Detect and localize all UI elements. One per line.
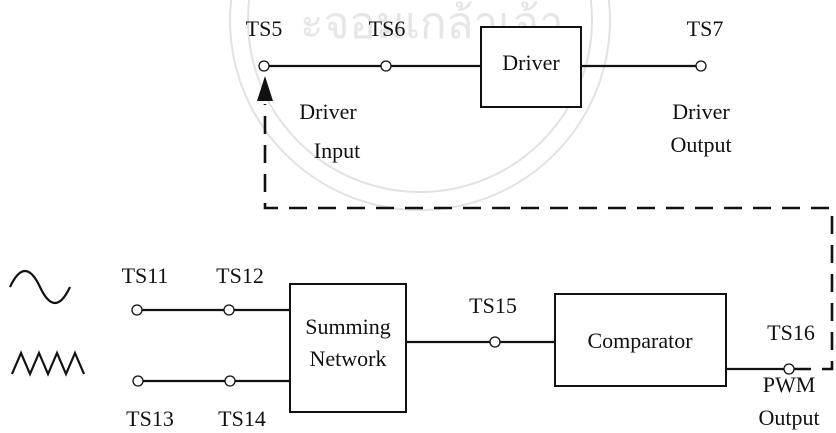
- pwm-output-label-line2: Output: [758, 405, 819, 430]
- driver-input-label-line2: Input: [314, 138, 360, 163]
- driver-output-label-line1: Driver: [672, 99, 730, 124]
- summing-network-label-line1: Summing: [305, 314, 391, 339]
- terminal-ts7: [695, 60, 707, 72]
- driver-output-label-line2: Output: [670, 132, 731, 157]
- feedback-arrow-icon: [257, 76, 273, 101]
- label-ts15: TS15: [469, 293, 517, 318]
- label-ts14: TS14: [218, 406, 266, 431]
- sine-wave-icon: [9, 269, 71, 305]
- terminal-ts11: [131, 304, 143, 316]
- label-ts11: TS11: [122, 263, 169, 288]
- label-ts6: TS6: [369, 16, 406, 41]
- driver-block-label: Driver: [502, 50, 560, 75]
- comparator-label: Comparator: [587, 328, 693, 353]
- label-ts7: TS7: [687, 16, 724, 41]
- comparator-block: [554, 293, 727, 387]
- label-ts16: TS16: [767, 320, 815, 345]
- driver-block: [480, 26, 582, 108]
- summing-network-block: [289, 283, 407, 413]
- terminal-ts15: [489, 336, 501, 348]
- terminal-ts6: [380, 60, 392, 72]
- terminal-ts5: [258, 60, 270, 72]
- triangle-wave-icon: [10, 350, 86, 377]
- pwm-output-label-line1: PWM: [763, 372, 816, 397]
- label-ts13: TS13: [126, 406, 174, 431]
- label-ts5: TS5: [246, 16, 283, 41]
- terminal-ts12: [223, 304, 235, 316]
- terminal-ts16: [783, 363, 795, 375]
- label-ts12: TS12: [216, 263, 264, 288]
- driver-input-label-line1: Driver: [299, 99, 357, 124]
- terminal-ts13: [132, 375, 144, 387]
- summing-network-label-line2: Network: [310, 346, 387, 371]
- terminal-ts14: [224, 375, 236, 387]
